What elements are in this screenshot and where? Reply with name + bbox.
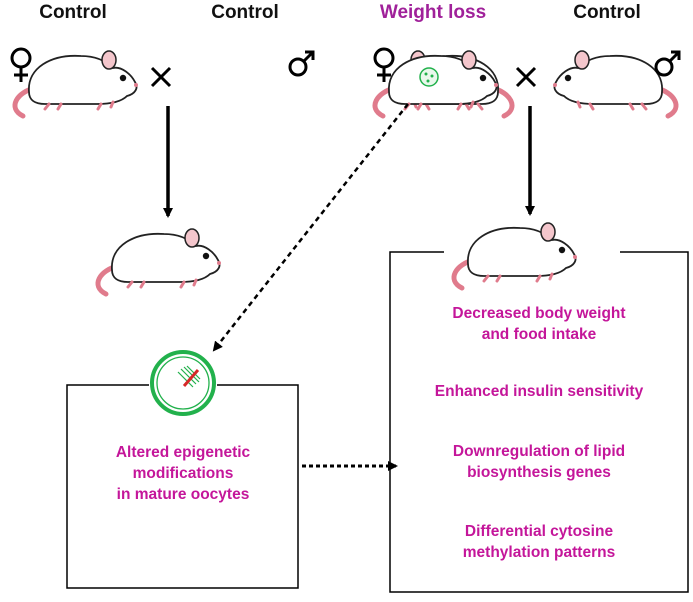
offspring-finding-methylation: Differential cytosine methylation patter… <box>392 521 686 563</box>
finding-text-line: Downregulation of lipid <box>452 443 626 460</box>
cross-icon <box>150 66 172 88</box>
mouse-icon <box>15 51 138 116</box>
finding-text-line: biosynthesis genes <box>467 464 611 481</box>
finding-text-line: Enhanced insulin sensitivity <box>434 383 644 400</box>
oocyte-text-line: modifications <box>132 465 234 482</box>
label-control-male-right: Control <box>573 2 641 23</box>
female-symbol-icon <box>10 47 32 82</box>
finding-text-line: and food intake <box>481 326 597 343</box>
chromosome-icon <box>182 369 200 387</box>
cross-icon <box>515 66 537 88</box>
finding-text-line: Differential cytosine <box>464 523 614 540</box>
label-control-male-left: Control <box>211 2 279 23</box>
offspring-finding-insulin: Enhanced insulin sensitivity <box>392 381 686 402</box>
oocyte-box <box>66 384 299 589</box>
mouse-icon <box>98 229 221 294</box>
male-symbol-icon <box>654 50 681 77</box>
ovary-icon <box>419 67 439 87</box>
oocyte-dashed-arrow <box>212 103 409 352</box>
offspring-finding-lipid: Downregulation of lipid biosynthesis gen… <box>392 441 686 483</box>
label-control-female-left: Control <box>39 2 107 23</box>
finding-text-line: Decreased body weight <box>452 305 626 322</box>
offspring-box <box>389 251 689 593</box>
oocyte-findings: Altered epigenetic modifications in matu… <box>70 442 296 505</box>
label-weight-loss: Weight loss <box>379 2 487 23</box>
finding-text-line: methylation patterns <box>462 544 616 561</box>
mouse-icon <box>454 223 577 288</box>
oocyte-icon <box>150 350 216 416</box>
oocyte-text-line: in mature oocytes <box>116 486 250 503</box>
oocyte-text-line: Altered epigenetic <box>115 444 251 461</box>
offspring-finding-weight: Decreased body weight and food intake <box>392 303 686 345</box>
female-symbol-icon <box>373 47 395 82</box>
male-symbol-icon <box>288 50 315 77</box>
